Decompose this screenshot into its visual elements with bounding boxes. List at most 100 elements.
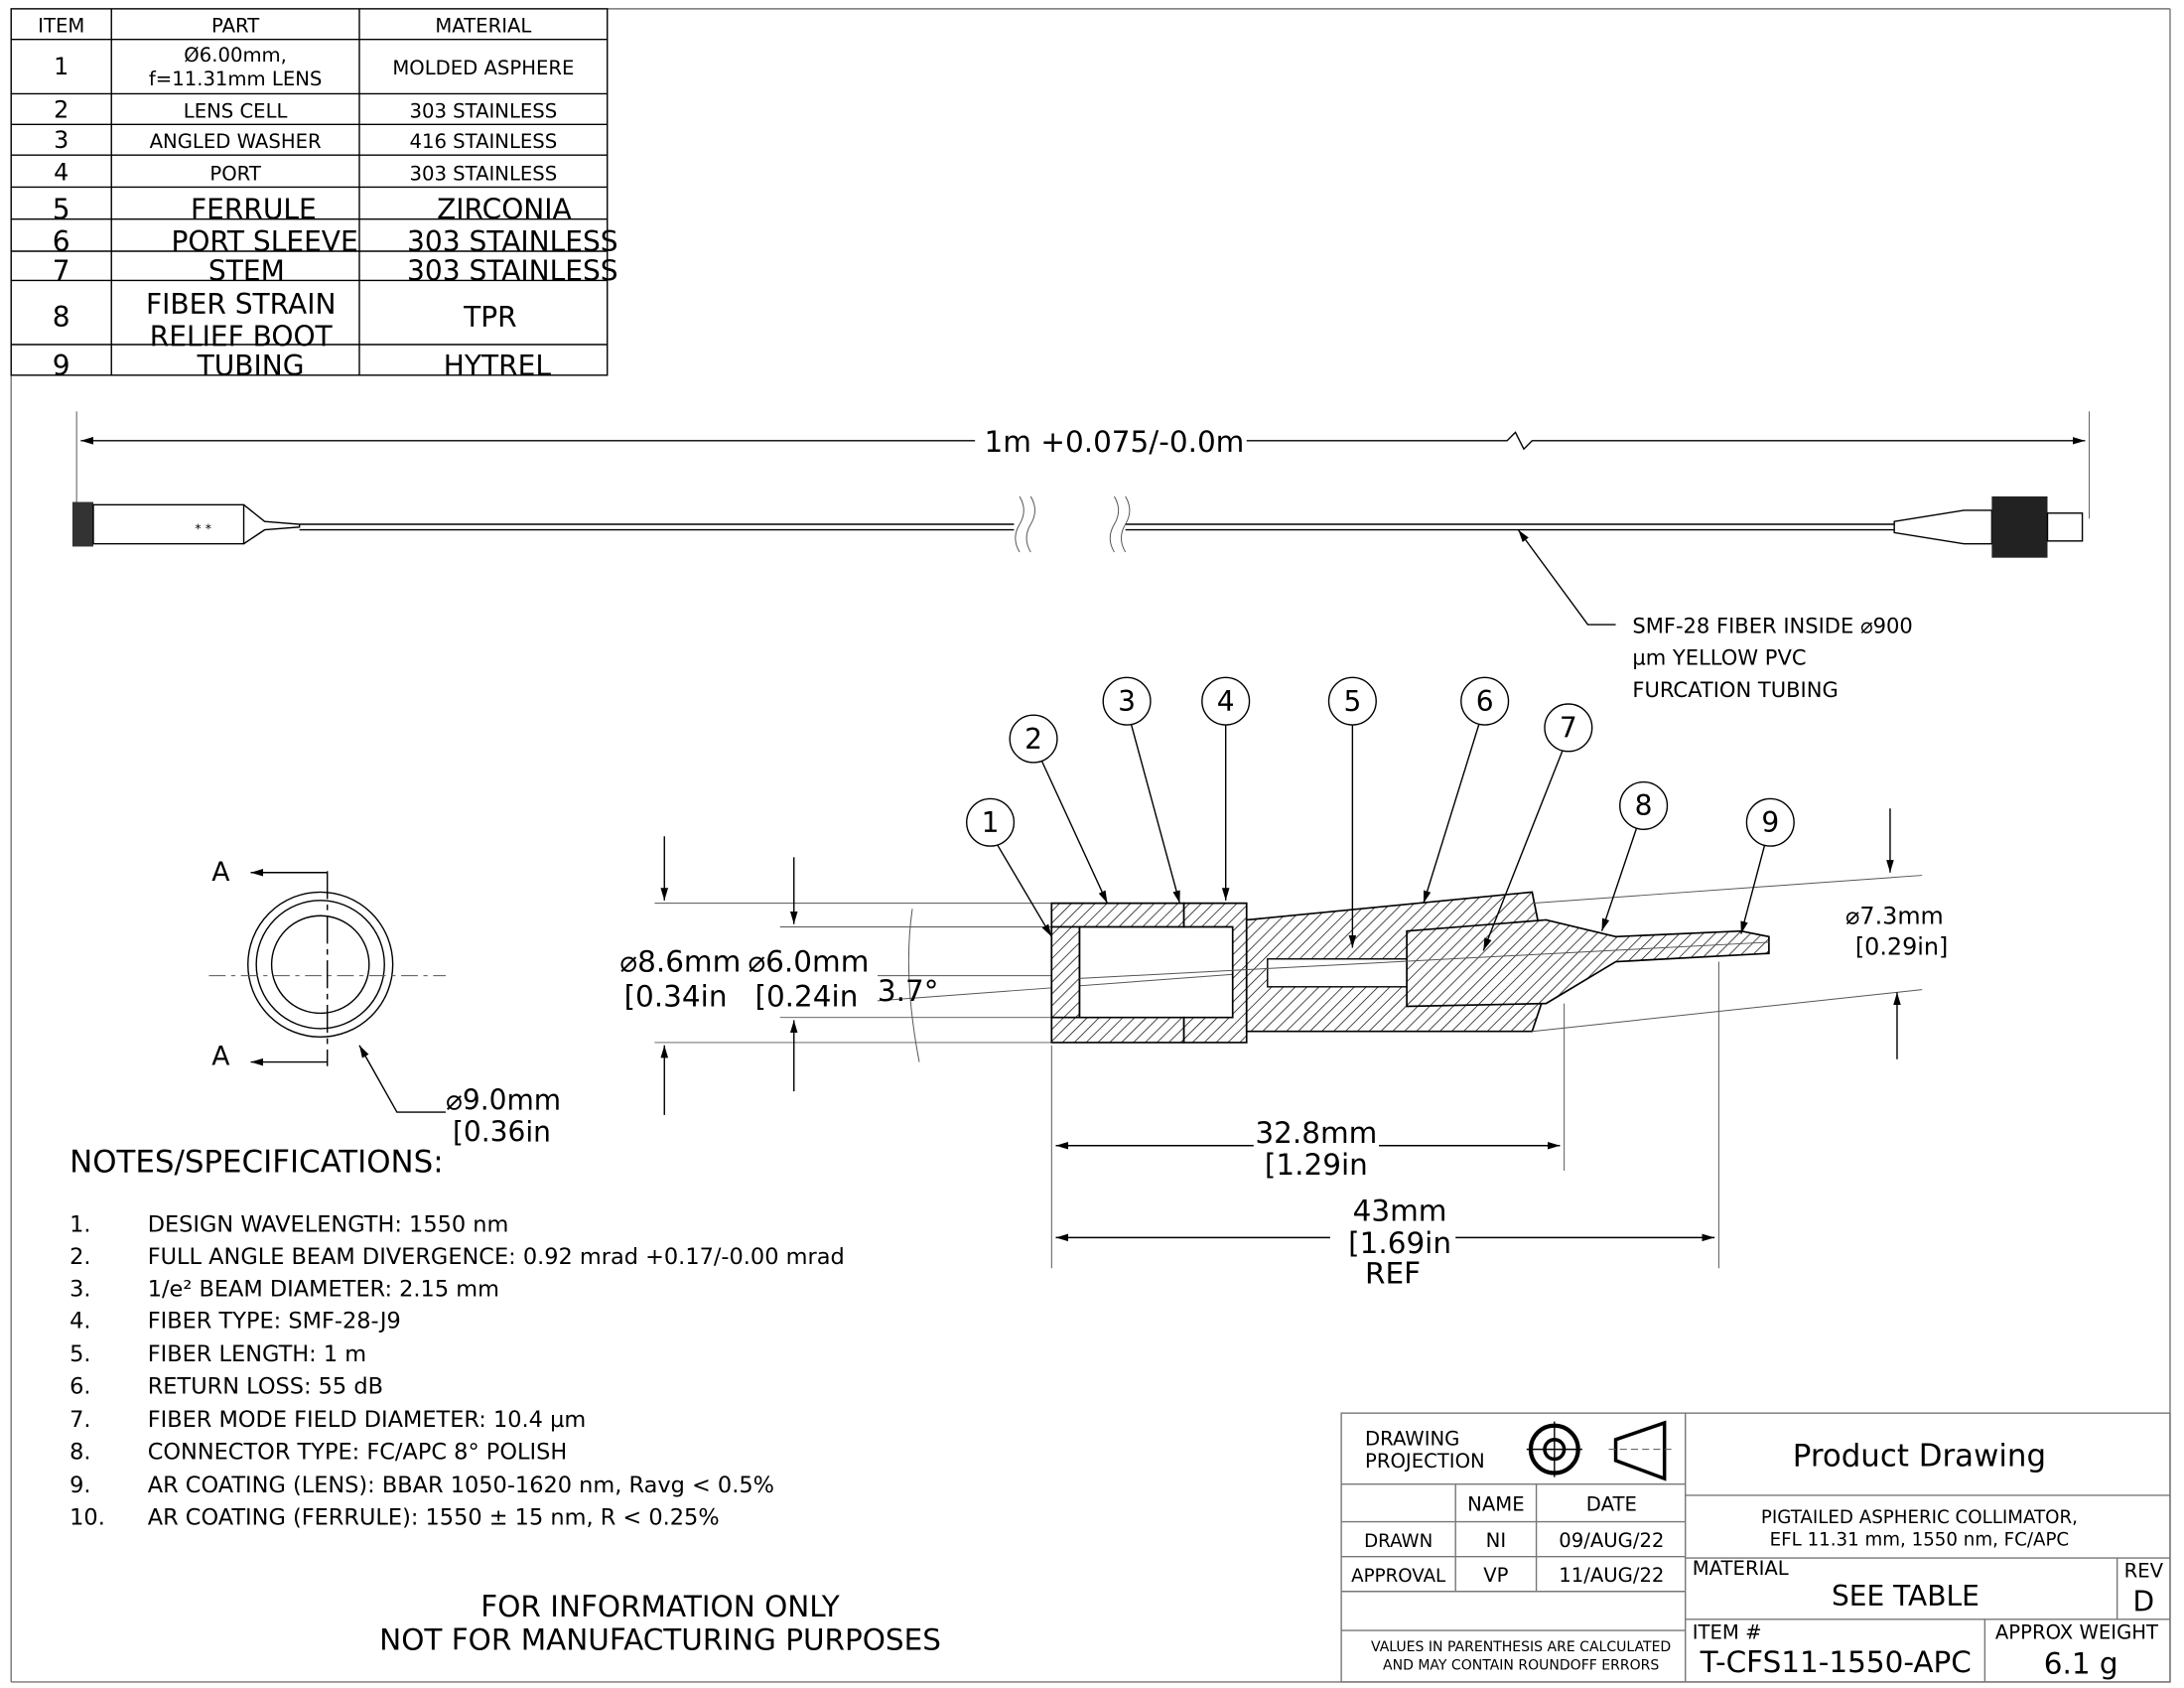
break-lines [1015,495,1035,553]
id-dim-mm: ⌀6.0mm [748,944,869,978]
note-number: 10. [69,1504,105,1530]
note-number: 3. [69,1276,90,1302]
bom-item: 6 [53,225,70,258]
bom-part: TUBING [197,350,305,382]
drawn-name: NI [1486,1529,1506,1552]
section-label-a-top: A [211,857,229,888]
projection-label-2: PROJECTION [1365,1450,1485,1473]
first-angle-projection-icon [1526,1420,1672,1481]
balloon-number: 9 [1761,806,1779,839]
tube-dia-mm: ⌀7.3mm [1845,903,1944,930]
bom-row: 9 TUBING HYTREL [53,350,552,382]
rev-value: D [2133,1585,2155,1618]
balloon-number: 2 [1024,723,1042,756]
balloon-number: 4 [1217,685,1235,718]
drawn-date: 09/AUG/22 [1559,1529,1664,1552]
bom-row: 3 ANGLED WASHER 416 STAINLESS [54,126,557,154]
weight-label: APPROX WEIGHT [1995,1620,2159,1643]
bom-part: LENS CELL [184,99,288,122]
balloon-number: 6 [1476,685,1494,718]
disclaimer-line1: FOR INFORMATION ONLY [480,1590,840,1623]
name-header: NAME [1467,1492,1524,1515]
projection-label-1: DRAWING [1365,1427,1459,1450]
note-text: AR COATING (FERRULE): 1550 ± 15 nm, R < … [148,1504,720,1530]
balloon-2: 2 [1009,714,1058,764]
balloon-9: 9 [1745,797,1795,847]
bom-material: 303 STAINLESS [407,254,618,287]
section-label-a-bottom: A [211,1041,229,1071]
note-text: AR COATING (LENS): BBAR 1050-1620 nm, Ra… [148,1473,774,1498]
note-text: DESIGN WAVELENGTH: 1550 nm [148,1212,509,1238]
rev-label: REV [2124,1560,2164,1583]
bom-row: 8 FIBER STRAIN RELIEF BOOT TPR [53,288,517,352]
item-number: T-CFS11-1550-APC [1700,1645,1972,1679]
end-view-dia-mm: ⌀9.0mm [446,1083,561,1116]
bom-part: PORT SLEEVE [171,225,357,258]
bom-material: TPR [463,301,517,334]
bom-item: 2 [54,95,68,123]
note-text: FULL ANGLE BEAM DIVERGENCE: 0.92 mrad +0… [148,1244,845,1270]
note-text: CONNECTOR TYPE: FC/APC 8° POLISH [148,1439,568,1465]
balloon-leaders [996,723,1766,951]
end-view-dia-in: [0.36in [453,1116,551,1149]
bom-part: FERRULE [191,194,317,226]
bom-part: PORT [209,162,261,185]
overall-dim-in: [1.69in [1348,1226,1451,1260]
bom-row: 7 STEM 303 STAINLESS [53,254,618,287]
bom-part: STEM [208,254,285,287]
bom-header-material: MATERIAL [435,15,531,38]
strain-relief-boot [1406,918,1770,1008]
bom-item: 3 [54,126,68,154]
od-dim-in: [0.34in [624,979,728,1013]
bom-item: 8 [53,301,70,334]
fiber-callout-line1: SMF-28 FIBER INSIDE ⌀900 [1632,613,1912,637]
fiber-callout-line2: µm YELLOW PVC [1632,645,1806,670]
cable-length-dim: 1m +0.075/-0.0m [985,425,1245,459]
overall-dim-ref: REF [1365,1257,1421,1291]
balloon-number: 7 [1560,712,1577,745]
od-dim-mm: ⌀8.6mm [619,944,741,978]
values-note-1: VALUES IN PARENTHESIS ARE CALCULATED [1371,1639,1671,1655]
bom-header-part: PART [211,15,260,38]
bom-part: f=11.31mm LENS [149,68,322,90]
bom-header-item: ITEM [38,15,84,38]
note-number: 7. [69,1407,90,1433]
description-1: PIGTAILED ASPHERIC COLLIMATOR, [1761,1507,2078,1528]
note-text: 1/e² BEAM DIAMETER: 2.15 mm [148,1276,499,1302]
bom-part: ANGLED WASHER [150,130,322,153]
approval-name: VP [1483,1564,1508,1587]
bom-part: FIBER STRAIN [146,288,337,321]
balloon-8: 8 [1619,780,1669,830]
balloon-number: 5 [1343,685,1361,718]
material-label: MATERIAL [1693,1557,1789,1580]
note-number: 4. [69,1309,90,1335]
bom-row: 5 FERRULE ZIRCONIA [53,194,572,226]
title-block: DRAWING PROJECTION NAME DATE DRAWN NI 09… [1340,1412,2171,1683]
bom-row: 1 Ø6.00mm, f=11.31mm LENS MOLDED ASPHERE [54,44,574,90]
length-dim-in: [1.29in [1265,1148,1368,1182]
approval-date: 11/AUG/22 [1559,1564,1664,1587]
description-2: EFL 11.31 mm, 1550 nm, FC/APC [1770,1529,2069,1550]
balloon-3: 3 [1102,676,1152,726]
length-dim-mm: 32.8mm [1255,1116,1377,1150]
end-view: A A ⌀9.0mm [0.36in [208,857,561,1149]
balloon-number: 3 [1118,685,1136,718]
fiber-callout-line3: FURCATION TUBING [1632,677,1838,702]
disclaimer: FOR INFORMATION ONLY NOT FOR MANUFACTURI… [379,1590,941,1657]
bom-material: HYTREL [444,350,552,382]
date-header: DATE [1586,1492,1637,1515]
angle-dim: 3.7° [878,974,939,1008]
bom-item: 1 [54,53,68,80]
note-number: 1. [69,1212,90,1238]
bom-part: Ø6.00mm, [184,44,287,67]
connector-ferrule [2046,512,2084,542]
disclaimer-line2: NOT FOR MANUFACTURING PURPOSES [379,1623,941,1657]
material-value: SEE TABLE [1832,1580,1979,1613]
note-number: 5. [69,1341,90,1367]
bom-item: 7 [53,254,70,287]
section-view: ⌀7.3mm [0.29in] 32.8mm [1.29in 43mm [1.6… [619,676,1948,1291]
drawing-title: Product Drawing [1793,1438,2046,1474]
bom-material: MOLDED ASPHERE [392,57,574,79]
note-number: 8. [69,1439,90,1465]
